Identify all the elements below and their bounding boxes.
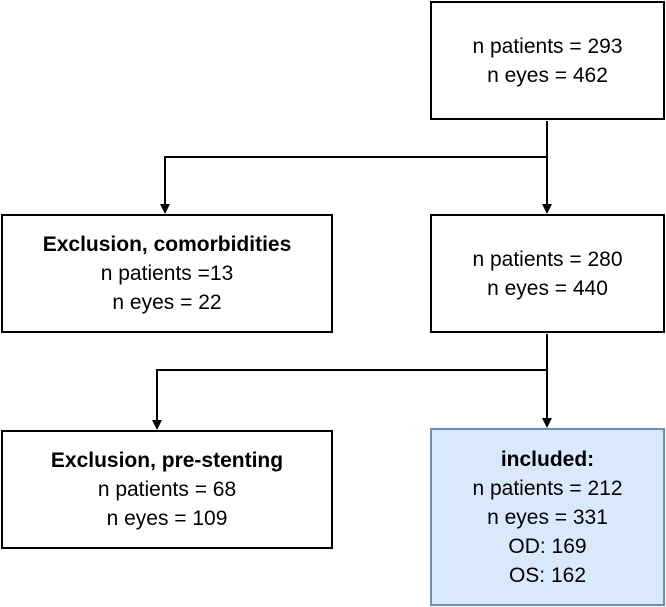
node-exclusion-pre-stenting-line-2: n eyes = 109: [106, 507, 228, 530]
node-exclusion-comorbidities-heading: Exclusion, comorbidities: [42, 233, 292, 256]
node-exclusion-comorbidities-line-2: n eyes = 22: [112, 291, 222, 314]
node-included-line-2: n eyes = 331: [487, 505, 608, 529]
node-remaining-patients-line-2: n eyes = 440: [487, 276, 608, 300]
arrow-middle-to-pre-stenting: [152, 369, 547, 430]
node-exclusion-comorbidities: Exclusion, comorbidities n patients =13 …: [1, 214, 333, 333]
node-included-line-1: n patients = 212: [472, 476, 623, 500]
node-total-patients-line-1: n patients = 293: [472, 34, 623, 58]
node-total-patients: n patients = 293 n eyes = 462: [430, 1, 665, 120]
node-included-line-3: OD: 169: [508, 534, 587, 558]
node-exclusion-pre-stenting-line-1: n patients = 68: [97, 478, 237, 501]
node-included-heading: included:: [500, 447, 595, 471]
node-exclusion-comorbidities-line-1: n patients =13: [100, 262, 234, 285]
node-remaining-patients-line-1: n patients = 280: [472, 247, 623, 271]
node-exclusion-pre-stenting: Exclusion, pre-stenting n patients = 68 …: [1, 430, 333, 549]
arrow-top-to-comorbidities: [160, 156, 547, 214]
node-exclusion-pre-stenting-heading: Exclusion, pre-stenting: [50, 449, 284, 472]
node-total-patients-line-2: n eyes = 462: [487, 63, 608, 87]
node-included-line-4: OS: 162: [508, 563, 587, 587]
node-included: included: n patients = 212 n eyes = 331 …: [430, 428, 665, 606]
node-remaining-patients: n patients = 280 n eyes = 440: [430, 214, 665, 333]
